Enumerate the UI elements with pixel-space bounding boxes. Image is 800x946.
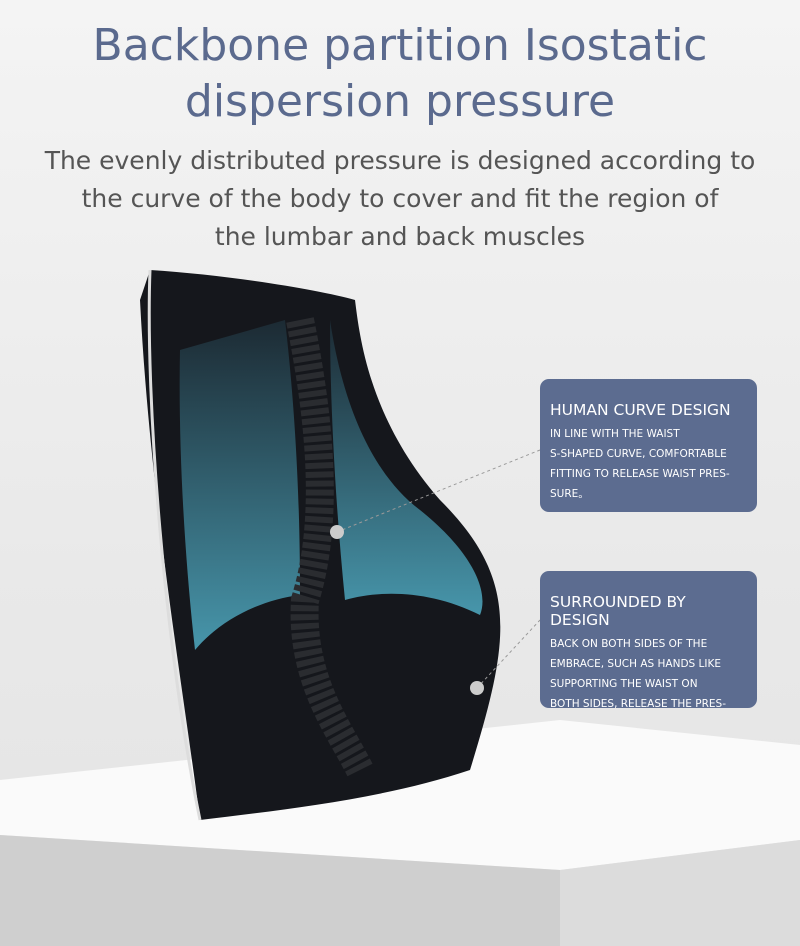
callout-human-curve: HUMAN CURVE DESIGN IN LINE WITH THE WAIS… bbox=[540, 379, 757, 512]
blue-zone-right bbox=[330, 320, 483, 615]
callout-line: SUPPORTING THE WAIST ON bbox=[550, 678, 698, 690]
pedestal-top bbox=[0, 720, 800, 870]
cushion-piping bbox=[147, 269, 202, 821]
title-line: Backbone partition Isostatic bbox=[92, 20, 708, 71]
blue-zone-left bbox=[179, 320, 300, 650]
callout-line: EMBRACE, SUCH AS HANDS LIKE bbox=[550, 658, 721, 670]
callout-title: SURROUNDED BY DESIGN bbox=[550, 593, 686, 629]
pedestal-side bbox=[560, 840, 800, 946]
pedestal-front bbox=[0, 835, 560, 946]
callout-dot-2 bbox=[470, 681, 484, 695]
callout-surrounded: SURROUNDED BY DESIGN BACK ON BOTH SIDES … bbox=[540, 571, 757, 710]
subtitle: The evenly distributed pressure is desig… bbox=[0, 142, 800, 256]
callout-dot-1 bbox=[330, 525, 344, 539]
spine bbox=[286, 317, 373, 777]
callout-line: SURE。 bbox=[550, 488, 589, 500]
callout-line: BACK ON BOTH SIDES OF THE bbox=[550, 638, 708, 650]
title-line: dispersion pressure bbox=[184, 76, 616, 127]
subtitle-line: the curve of the body to cover and fit t… bbox=[81, 184, 719, 213]
subtitle-line: the lumbar and back muscles bbox=[214, 222, 586, 251]
callout-line: BOTH SIDES, RELEASE THE PRES- bbox=[550, 698, 726, 710]
callout-title: HUMAN CURVE DESIGN bbox=[550, 401, 731, 419]
callout-line: S-SHAPED CURVE, COMFORTABLE bbox=[550, 448, 727, 460]
page-title: Backbone partition Isostatic dispersion … bbox=[0, 18, 800, 130]
callout-line: FITTING TO RELEASE WAIST PRES- bbox=[550, 468, 730, 480]
callout-line: IN LINE WITH THE WAIST bbox=[550, 428, 680, 440]
subtitle-line: The evenly distributed pressure is desig… bbox=[44, 146, 756, 175]
